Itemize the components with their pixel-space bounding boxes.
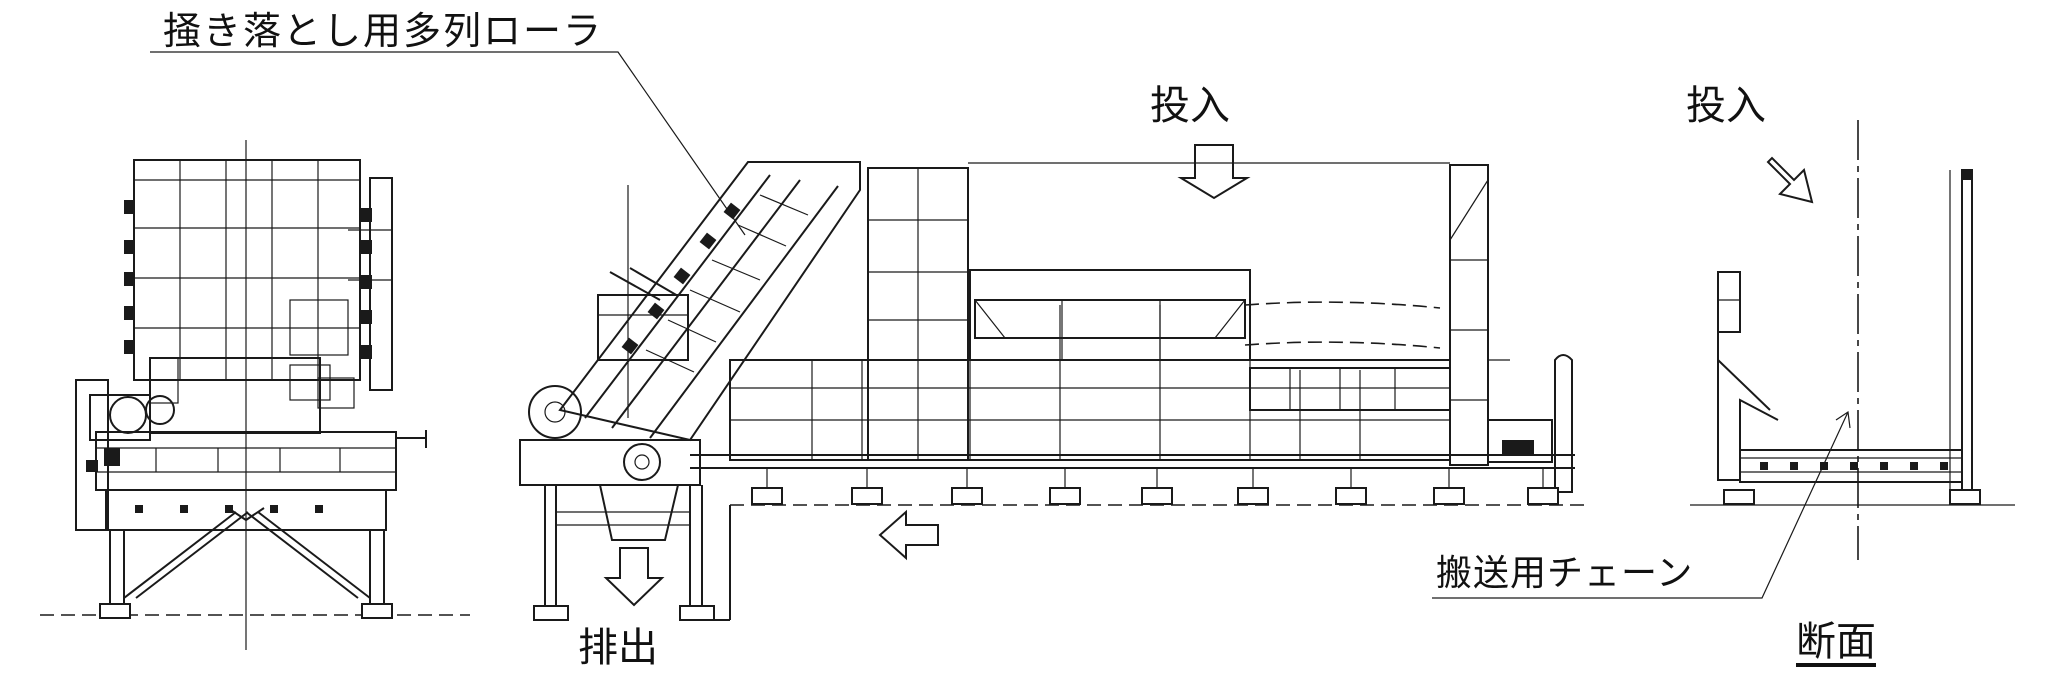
input-arrow-section — [1766, 156, 1814, 204]
input-label-section: 投入 — [1686, 83, 1766, 129]
support-pads — [751, 468, 1559, 505]
end-view — [40, 140, 470, 650]
inclined-roller-conveyor — [558, 161, 861, 442]
flow-arrow — [878, 509, 939, 561]
side-view — [150, 51, 1590, 621]
drive-sprocket — [528, 385, 582, 439]
roller-label: 掻き落とし用多列ローラ — [163, 9, 604, 53]
section-chain-bed — [1739, 449, 1963, 483]
motor-housing — [75, 379, 109, 531]
middle-box — [149, 357, 321, 434]
drive-frame — [369, 177, 393, 391]
hopper-box — [133, 159, 361, 381]
section-label: 断面 — [1796, 619, 1876, 665]
right-post — [1449, 164, 1489, 466]
section-view — [1432, 120, 2015, 599]
input-label-main: 投入 — [1150, 83, 1230, 129]
discharge-label: 排出 — [578, 625, 658, 671]
discharge-arrow — [603, 547, 665, 607]
chain-leader-line — [1432, 411, 1849, 599]
chain-label: 搬送用チェーン — [1436, 553, 1694, 594]
roller-leader-line — [150, 51, 746, 236]
section-right-wall — [1961, 169, 1973, 491]
input-arrow-main — [1177, 144, 1251, 200]
discharge-chute — [519, 185, 731, 621]
